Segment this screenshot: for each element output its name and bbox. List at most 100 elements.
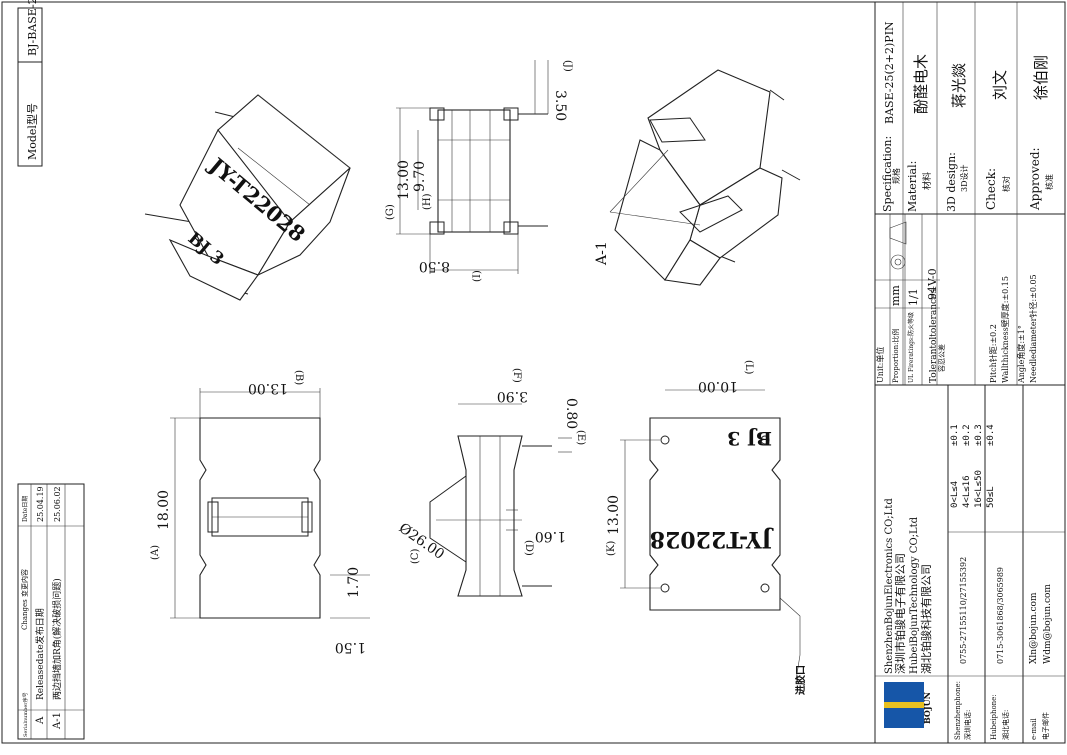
spec-sub: 规格 (891, 168, 901, 184)
tol-angle: Angle角度:±1° (1016, 325, 1026, 384)
dim-k-value: 13.00 (606, 495, 622, 535)
dim-j-ref: (J) (562, 60, 573, 72)
unit-label: Unit:单位 (875, 347, 885, 383)
dim-g-ref: (G) (385, 204, 396, 220)
hb-phone: 0715-3061868/3065989 (996, 567, 1005, 664)
side-view-bottom: 3.90 (F) 0.80 (E) 1.60 (D) Ø26.00 (C) (396, 368, 586, 597)
dim-i-ref: (I) (472, 270, 483, 282)
dim-d-value: 1.60 (535, 528, 566, 544)
sz-phone: 0755-27155110/27155392 (959, 557, 968, 664)
sz-phone-sub: 深圳电话: (963, 710, 972, 740)
tol-range-4-value: ±0.4 (986, 424, 996, 446)
dim-c-value: Ø26.00 (396, 520, 447, 563)
material-sub: 材料 (921, 172, 933, 190)
tolerance-title: Tolerantoltolerances (929, 289, 939, 383)
company-1-en: ShenzhenBojunElectronics CO;Ltd (884, 498, 895, 674)
approved-label: Approved: (1028, 147, 1042, 211)
model-box (17, 7, 43, 167)
dim-b-value: 13.00 (248, 380, 288, 396)
company-2-cn: 湖北铂骏科技有限公司 (919, 564, 933, 674)
tol-range-1: 0<L≤4 (950, 481, 960, 508)
dim-k-ref: (K) (606, 541, 617, 556)
material-value: 酚醛电木 (912, 54, 930, 114)
design-value: 蒋光燚 (950, 63, 968, 108)
material-label: Material: (906, 161, 919, 212)
callout-a1: A-1 (594, 241, 610, 266)
tol-range-2-value: ±0.2 (962, 424, 972, 446)
dim-e-value: 0.80 (563, 398, 579, 429)
change-row-1-content: Releasedate发布日期 (34, 608, 46, 700)
design-label: 3D design: (945, 152, 958, 212)
bottom-marking-brand: BJ 3 (727, 427, 772, 449)
design-sub: 3D设计 (959, 164, 969, 192)
spec-label: Specification: (881, 136, 894, 212)
proportion-value: 1/1 (907, 288, 920, 306)
dim-f-value: 3.90 (497, 388, 528, 404)
dim-f-ref: (F) (511, 368, 522, 383)
dim-b-ref: (B) (293, 370, 304, 385)
proportion-label: Proportion:比例 (891, 329, 900, 383)
company-1-cn: 深圳市铂骏电子有限公司 (893, 553, 907, 674)
change-row-1-date: 25.04.19 (36, 486, 45, 522)
check-label: Check: (984, 168, 998, 210)
change-row-2-content: 两边挡墙加R角(解决破损问题) (51, 578, 63, 700)
change-row-2-date: 25.06.02 (53, 486, 62, 522)
tolerance-sub: 容忍公差 (937, 344, 946, 372)
email-sub: 电子邮件 (1041, 712, 1050, 740)
iso-view-right: A-1 (594, 69, 801, 286)
check-value: 刘文 (991, 70, 1009, 100)
title-block: Specification: 规格 BASE-25(2+2)PIN Materi… (874, 1, 1066, 744)
change-row-1-id: A (35, 716, 46, 725)
tol-needle: Needlediameter针径:±0.05 (1028, 274, 1038, 383)
dim-l-ref: (L) (743, 360, 754, 375)
iso-view-left: JY-T22028 BJ 3 (144, 94, 351, 301)
spec-value: BASE-25(2+2)PIN (883, 21, 896, 124)
approved-value: 徐伯刚 (1032, 55, 1050, 100)
email-label: e-mail (1030, 717, 1038, 740)
model-value: BJ-BASE-2541B (26, 0, 39, 56)
top-view-left: 18.00 (A) 13.00 (B) 1.70 1.50 (150, 370, 370, 655)
change-row-2-id: A-1 (52, 712, 63, 730)
changes-content-header: Changes 变更内容 (20, 569, 29, 630)
dim-h-ref: (H) (422, 193, 433, 210)
approved-sub: 核准 (1044, 174, 1054, 190)
tol-range-4: 50≤L (986, 486, 996, 508)
tol-range-1-value: ±0.1 (950, 424, 960, 446)
sz-phone-label: Shenzhenphone: (954, 681, 962, 740)
tol-pitch: Pitch针距:±0.2 (988, 324, 998, 383)
changes-table: Serialnumber序号 Changes 变更内容 Date日期 A Rel… (17, 483, 85, 740)
hb-phone-label: Hubeiphone: (990, 694, 998, 740)
dim-c-ref: (C) (410, 548, 421, 564)
dim-a-value: 18.00 (156, 490, 172, 530)
logo-text: BOJUN (922, 692, 932, 724)
fire-label: UL Fireratings:防火等级 (907, 312, 915, 383)
dim-h-value: 9.70 (412, 161, 428, 192)
model-label: Model型号 (25, 103, 39, 160)
bottom-marking-part: JY-T22028 (650, 526, 774, 552)
tol-range-3-value: ±0.3 (974, 424, 984, 446)
tol-wall: Wallthickness壁厚度:±0.15 (1000, 276, 1010, 383)
email-2: Wdm@bojun.com (1043, 584, 1053, 664)
dim-d-ref: (D) (523, 540, 534, 556)
company-2-en: HubeiBojunTechnology CO;Ltd (909, 516, 920, 674)
dim-g-value: 13.00 (396, 160, 412, 200)
dim-l-value: 10.00 (698, 378, 738, 394)
changes-date-header: Date日期 (21, 496, 29, 522)
dim-a-ref: (A) (150, 545, 161, 560)
company-logo: BOJUN (884, 682, 932, 728)
bottom-view-right: BJ 3 JY-T22028 13.00 (K) 10.00 (L) 进胶口 (606, 360, 807, 695)
unit-value: mm (889, 285, 902, 306)
check-sub: 核对 (1001, 176, 1011, 192)
tol-range-2: 4<L≤16 (962, 475, 972, 508)
dim-1-70: 1.70 (346, 567, 362, 598)
changes-serial-header: Serialnumber序号 (22, 692, 29, 737)
fire-value: 94V-0 (926, 268, 939, 300)
dim-e-ref: (E) (575, 430, 586, 445)
dim-i-value: 8.50 (419, 258, 450, 274)
side-view-top: 13.00 (G) 9.70 (H) 8.50 (I) 3.50 (J) (385, 60, 573, 282)
inlet-label: 进胶口 (794, 665, 807, 695)
email-1: Xln@bojun.com (1029, 592, 1039, 664)
dim-1-50: 1.50 (335, 639, 366, 655)
